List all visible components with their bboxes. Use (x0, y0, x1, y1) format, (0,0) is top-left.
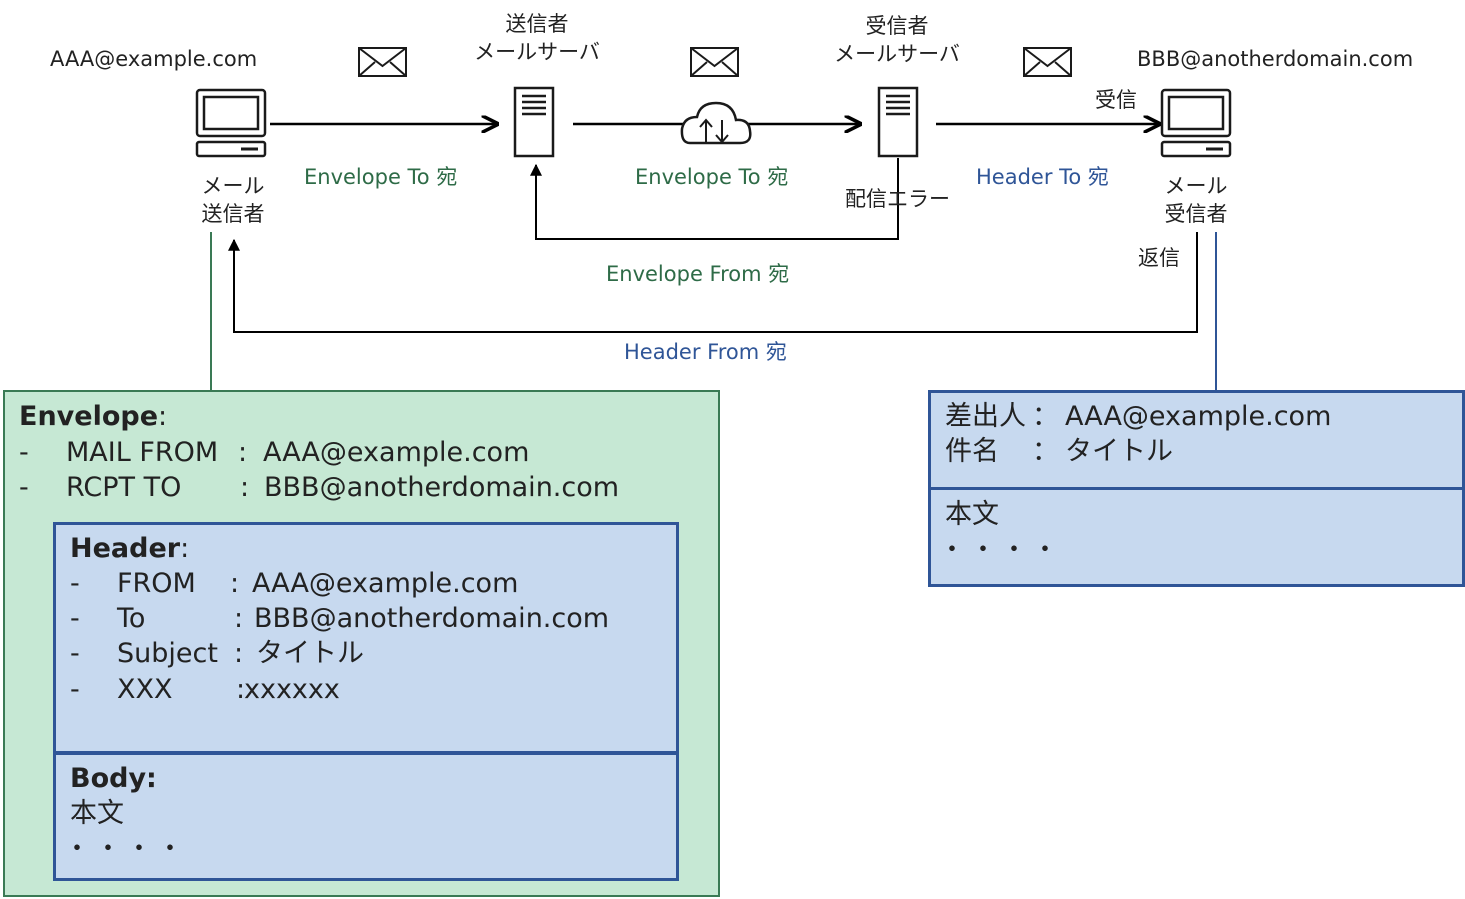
recipient-server-icon (877, 86, 919, 158)
recipient-body-dots: ・・・・ (939, 535, 1064, 565)
header-from-label: Header From 宛 (624, 340, 787, 364)
mail-envelope-icon (1023, 47, 1072, 77)
sender-server-icon (513, 86, 555, 158)
envelope-title: Envelope: (19, 403, 167, 430)
recipient-server-line2: メールサーバ (834, 42, 960, 66)
header-row-value: xxxxxx (244, 674, 340, 705)
recipient-label-line2: 受信者 (1164, 202, 1228, 226)
cloud-icon (680, 101, 752, 145)
sender-server-line1: 送信者 (505, 12, 569, 36)
recipient-subject-sep: ： (1032, 436, 1059, 467)
recipient-label: メール 受信者 (1158, 172, 1234, 228)
recipient-body-box (928, 487, 1465, 587)
reply-label: 返信 (1138, 246, 1180, 270)
header-box (53, 522, 679, 753)
header-row-sep: : (234, 603, 244, 634)
body-box (53, 752, 679, 881)
recipient-subject-value: タイトル (1065, 436, 1173, 467)
mail-envelope-icon (358, 47, 407, 77)
sender-address: AAA@example.com (50, 47, 258, 71)
sender-label: メール 送信者 (195, 172, 271, 228)
recipient-address: BBB@anotherdomain.com (1137, 47, 1414, 71)
header-row-key: XXX (117, 674, 173, 705)
header-row-dash: - (70, 674, 80, 705)
header-row-value: BBB@anotherdomain.com (254, 603, 610, 634)
header-row-sep: : (230, 568, 240, 599)
body-dots: ・・・・ (64, 834, 189, 864)
header-row-sep: : (236, 674, 246, 705)
header-row-value: AAA@example.com (252, 568, 519, 599)
recipient-from-key: 差出人 (945, 401, 1026, 432)
envelope-row-sep: : (240, 472, 250, 503)
envelope-row-sep: : (238, 437, 248, 468)
header-row-key: Subject (117, 638, 218, 669)
envelope-row-value: AAA@example.com (263, 437, 530, 468)
sender-label-line1: メール (201, 174, 265, 198)
body-title: Body: (70, 763, 157, 794)
recipient-from-sep: ： (1032, 401, 1059, 432)
envelope-title-colon: : (158, 401, 168, 432)
arrow-reply (228, 232, 1198, 333)
envelope-row-dash: - (19, 437, 29, 468)
header-to-label: Header To 宛 (976, 165, 1109, 189)
envelope-to-label-1: Envelope To 宛 (304, 165, 458, 189)
recipient-from-value: AAA@example.com (1065, 401, 1332, 432)
recipient-label-line1: メール (1164, 174, 1228, 198)
header-row-sep: : (234, 638, 244, 669)
recipient-server-line1: 受信者 (865, 14, 929, 38)
header-row-dash: - (70, 568, 80, 599)
sender-label-line2: 送信者 (201, 202, 265, 226)
sender-server-line2: メールサーバ (474, 40, 600, 64)
header-row-key: To (117, 603, 146, 634)
envelope-from-label: Envelope From 宛 (606, 262, 790, 286)
envelope-row-key: MAIL FROM (66, 437, 219, 468)
header-row-key: FROM (117, 568, 196, 599)
recipient-pc-icon (1160, 88, 1232, 158)
header-title: Header: (70, 535, 189, 562)
arrow-delivery-error (530, 158, 899, 240)
delivery-error-label: 配信エラー (845, 187, 950, 211)
recipient-server-label: 受信者 メールサーバ (830, 12, 964, 68)
header-row-value: タイトル (256, 638, 364, 669)
recipient-subject-key: 件名 (945, 436, 999, 467)
header-row-dash: - (70, 638, 80, 669)
envelope-to-label-2: Envelope To 宛 (635, 165, 789, 189)
header-title-colon: : (180, 533, 190, 564)
envelope-title-text: Envelope (19, 401, 159, 432)
sender-server-label: 送信者 メールサーバ (470, 10, 604, 66)
receive-label: 受信 (1095, 88, 1137, 112)
envelope-row-key: RCPT TO (66, 472, 182, 503)
body-text: 本文 (70, 798, 124, 829)
recipient-body-text: 本文 (945, 499, 999, 530)
envelope-row-dash: - (19, 472, 29, 503)
header-title-text: Header (70, 533, 181, 564)
header-row-dash: - (70, 603, 80, 634)
sender-pc-icon (195, 88, 267, 158)
mail-envelope-icon (690, 47, 739, 77)
envelope-row-value: BBB@anotherdomain.com (264, 472, 620, 503)
